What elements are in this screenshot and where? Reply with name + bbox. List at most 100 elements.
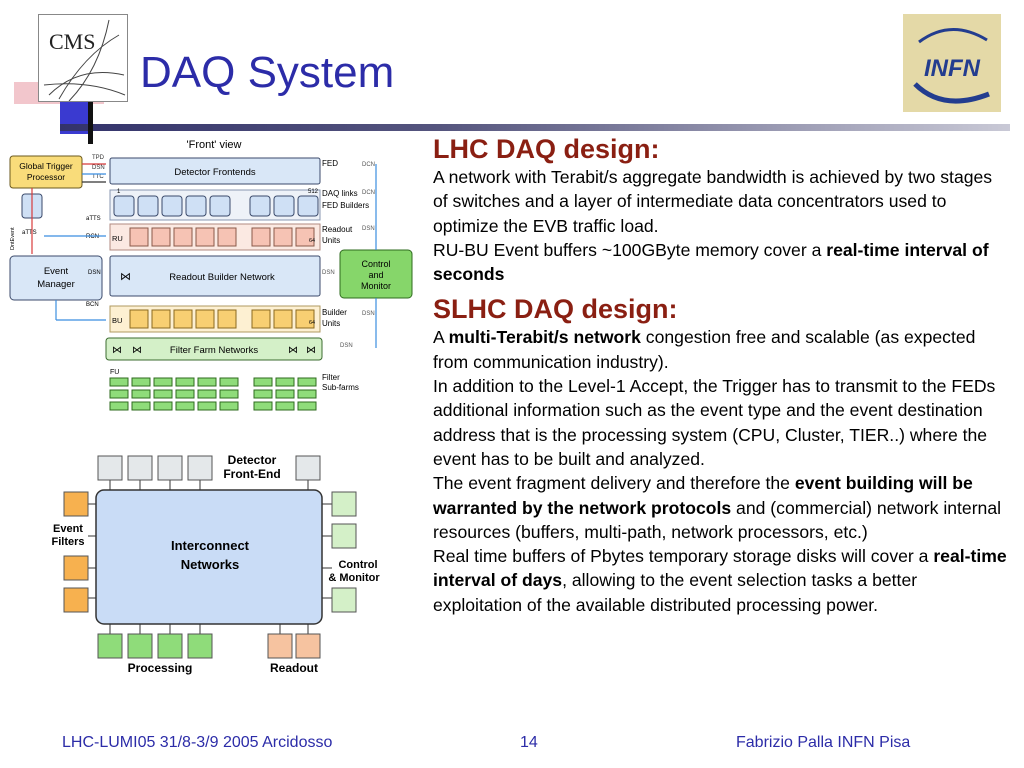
fed-builder-switch xyxy=(137,195,159,217)
label-one: 1 xyxy=(117,189,121,195)
builder-unit xyxy=(251,309,271,329)
label-dsn-4: DSN xyxy=(340,343,353,349)
event-manager-label-1: Event xyxy=(44,266,69,277)
filter-unit xyxy=(131,389,151,399)
frontend-box xyxy=(157,455,183,481)
filter-unit xyxy=(297,389,317,399)
frontend-box xyxy=(295,455,321,481)
label-ttc: TTC xyxy=(92,174,104,180)
filter-unit xyxy=(109,377,129,387)
filter-unit xyxy=(197,389,217,399)
label-fed-builders: FED Builders xyxy=(322,201,369,210)
slide-title: DAQ System xyxy=(140,48,395,97)
filter-unit xyxy=(109,389,129,399)
detector-frontends-box xyxy=(109,157,321,185)
label-bu: BU xyxy=(112,316,122,325)
global-trigger-box xyxy=(9,155,83,189)
event-manager-label-2: Manager xyxy=(37,279,75,290)
section-heading: SLHC DAQ design: xyxy=(433,294,678,325)
label-tpd: TPD xyxy=(92,155,105,161)
label-64-ru: 64 xyxy=(309,238,315,244)
global-trigger-label-2: Processor xyxy=(27,172,65,182)
detector-frontends-label: Detector Frontends xyxy=(174,167,256,178)
body-text: congestion free and scalable (as expecte… xyxy=(433,327,976,372)
header-vertical-bar xyxy=(88,86,93,144)
processing-box xyxy=(157,633,183,659)
label-dcn-2: DCN xyxy=(362,190,375,196)
filter-unit xyxy=(219,389,239,399)
control-monitor-boxes xyxy=(331,491,357,613)
label-builder-1: Builder xyxy=(322,308,347,317)
header-rule xyxy=(60,124,1010,131)
label-512: 512 xyxy=(308,189,319,195)
filter-unit xyxy=(275,401,295,411)
label-filter-2: Sub-farms xyxy=(322,383,359,392)
builder-unit xyxy=(295,309,315,329)
body-text: and (commercial) network internal resour… xyxy=(433,497,1002,542)
readout-unit xyxy=(151,227,171,247)
footer-event: LHC-LUMI05 31/8-3/9 2005 Arcidosso xyxy=(62,734,333,751)
cms-logo: CMS xyxy=(38,14,128,102)
label-dsn-2: DSN xyxy=(322,270,335,276)
builder-unit xyxy=(173,309,193,329)
detector-frontend-boxes xyxy=(97,455,321,481)
filter-unit xyxy=(175,389,195,399)
label-64-bu: 64 xyxy=(309,320,315,326)
interconnect-label-1: Interconnect xyxy=(171,538,250,553)
emphasis-text: multi-Terabit/s network xyxy=(448,327,641,348)
text-column: LHC DAQ design:A network with Terabit/s … xyxy=(433,133,1008,617)
body-text: A network with Terabit/s aggregate bandw… xyxy=(433,167,993,236)
control-label-3: Monitor xyxy=(361,281,391,291)
infn-logo: INFN xyxy=(903,14,1001,112)
filter-unit xyxy=(275,389,295,399)
interconnect-diagram: Detector Front-End Interconnect Networks… xyxy=(51,453,380,675)
filter-unit xyxy=(109,401,129,411)
front-view-title: 'Front' view xyxy=(187,139,242,151)
body-text: RU-BU Event buffers ~100GByte memory cov… xyxy=(433,239,827,260)
label-readout-2: Units xyxy=(322,236,340,245)
infn-logo-graphic: INFN xyxy=(913,28,990,104)
emphasis-text: real-time interval of seconds xyxy=(433,239,989,285)
detector-label-2: Front-End xyxy=(223,467,280,481)
body-text: A xyxy=(433,327,449,348)
builder-unit xyxy=(151,309,171,329)
event-filter-boxes xyxy=(63,491,89,613)
section-heading: LHC DAQ design: xyxy=(433,134,660,164)
fed-builder-switch xyxy=(113,195,135,217)
readout-units xyxy=(129,227,315,247)
control-label-1: Control xyxy=(361,259,390,269)
readout-unit xyxy=(129,227,149,247)
readout-box xyxy=(267,633,293,659)
frontend-box xyxy=(127,455,153,481)
label-fu: FU xyxy=(110,369,119,376)
fed-builder-switch xyxy=(249,195,271,217)
filter-unit xyxy=(297,377,317,387)
daq-front-view-diagram: 'Front' view Global Trigger Processor TP… xyxy=(9,139,413,411)
control-box xyxy=(331,491,357,517)
control-box xyxy=(331,523,357,549)
readout-unit xyxy=(273,227,293,247)
filter-unit xyxy=(197,377,217,387)
filter-unit xyxy=(175,401,195,411)
filter-farm-networks-box xyxy=(105,337,323,361)
fed-builder-switch xyxy=(273,195,295,217)
event-filters-label-1: Event xyxy=(53,523,83,535)
event-manager-box xyxy=(9,255,103,301)
filter-unit xyxy=(153,377,173,387)
section-paragraph: The event fragment delivery and therefor… xyxy=(433,471,1008,544)
switch-icon: ⋈ xyxy=(120,271,131,283)
fed-builder-switch xyxy=(297,195,319,217)
event-filter-box xyxy=(63,555,89,581)
section-paragraph: RU-BU Event buffers ~100GByte memory cov… xyxy=(433,238,1008,287)
frontend-box xyxy=(187,455,213,481)
section-paragraph: A network with Terabit/s aggregate bandw… xyxy=(433,165,1008,238)
filter-unit xyxy=(175,377,195,387)
body-text: , allowing to the event selection tasks … xyxy=(433,570,918,615)
fed-builder-switch xyxy=(209,195,231,217)
label-readout-1: Readout xyxy=(322,225,353,234)
readout-builder-network-box xyxy=(109,255,321,297)
body-text: The event fragment delivery and therefor… xyxy=(433,473,795,494)
builder-unit xyxy=(273,309,293,329)
builder-unit xyxy=(195,309,215,329)
label-dsn-small: DSN xyxy=(92,165,105,171)
